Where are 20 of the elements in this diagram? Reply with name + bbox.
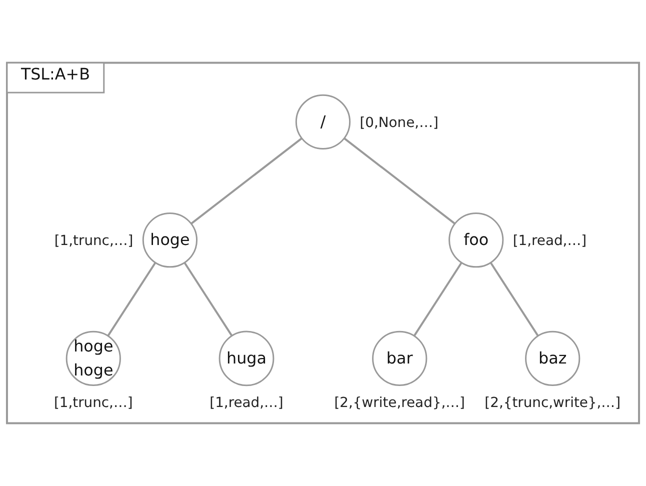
- connector: [413, 262, 462, 336]
- node-annotation: [0,None,…]: [360, 114, 438, 131]
- node-annotation: [1,read,…]: [210, 395, 284, 412]
- node-circle: huga: [218, 330, 274, 386]
- node-annotation: [1,trunc,…]: [54, 395, 133, 412]
- node-annotation: [2,{trunc,write},…]: [484, 395, 621, 412]
- node-circle: bar: [372, 330, 428, 386]
- node-annotation: [1,trunc,…]: [54, 233, 134, 250]
- connector: [344, 138, 456, 224]
- node-annotation: [2,{write,read},…]: [334, 395, 465, 412]
- connector: [184, 262, 233, 336]
- node-circle: foo: [448, 212, 504, 268]
- node-circle: hoge: [142, 212, 198, 268]
- node-circle: baz: [525, 330, 580, 386]
- connector: [107, 262, 156, 336]
- connector: [190, 138, 302, 224]
- node-circle: /: [295, 94, 351, 150]
- node-annotation: [1,read,…]: [512, 233, 587, 250]
- connector: [490, 262, 539, 336]
- node-circle: hoge hoge: [66, 330, 121, 386]
